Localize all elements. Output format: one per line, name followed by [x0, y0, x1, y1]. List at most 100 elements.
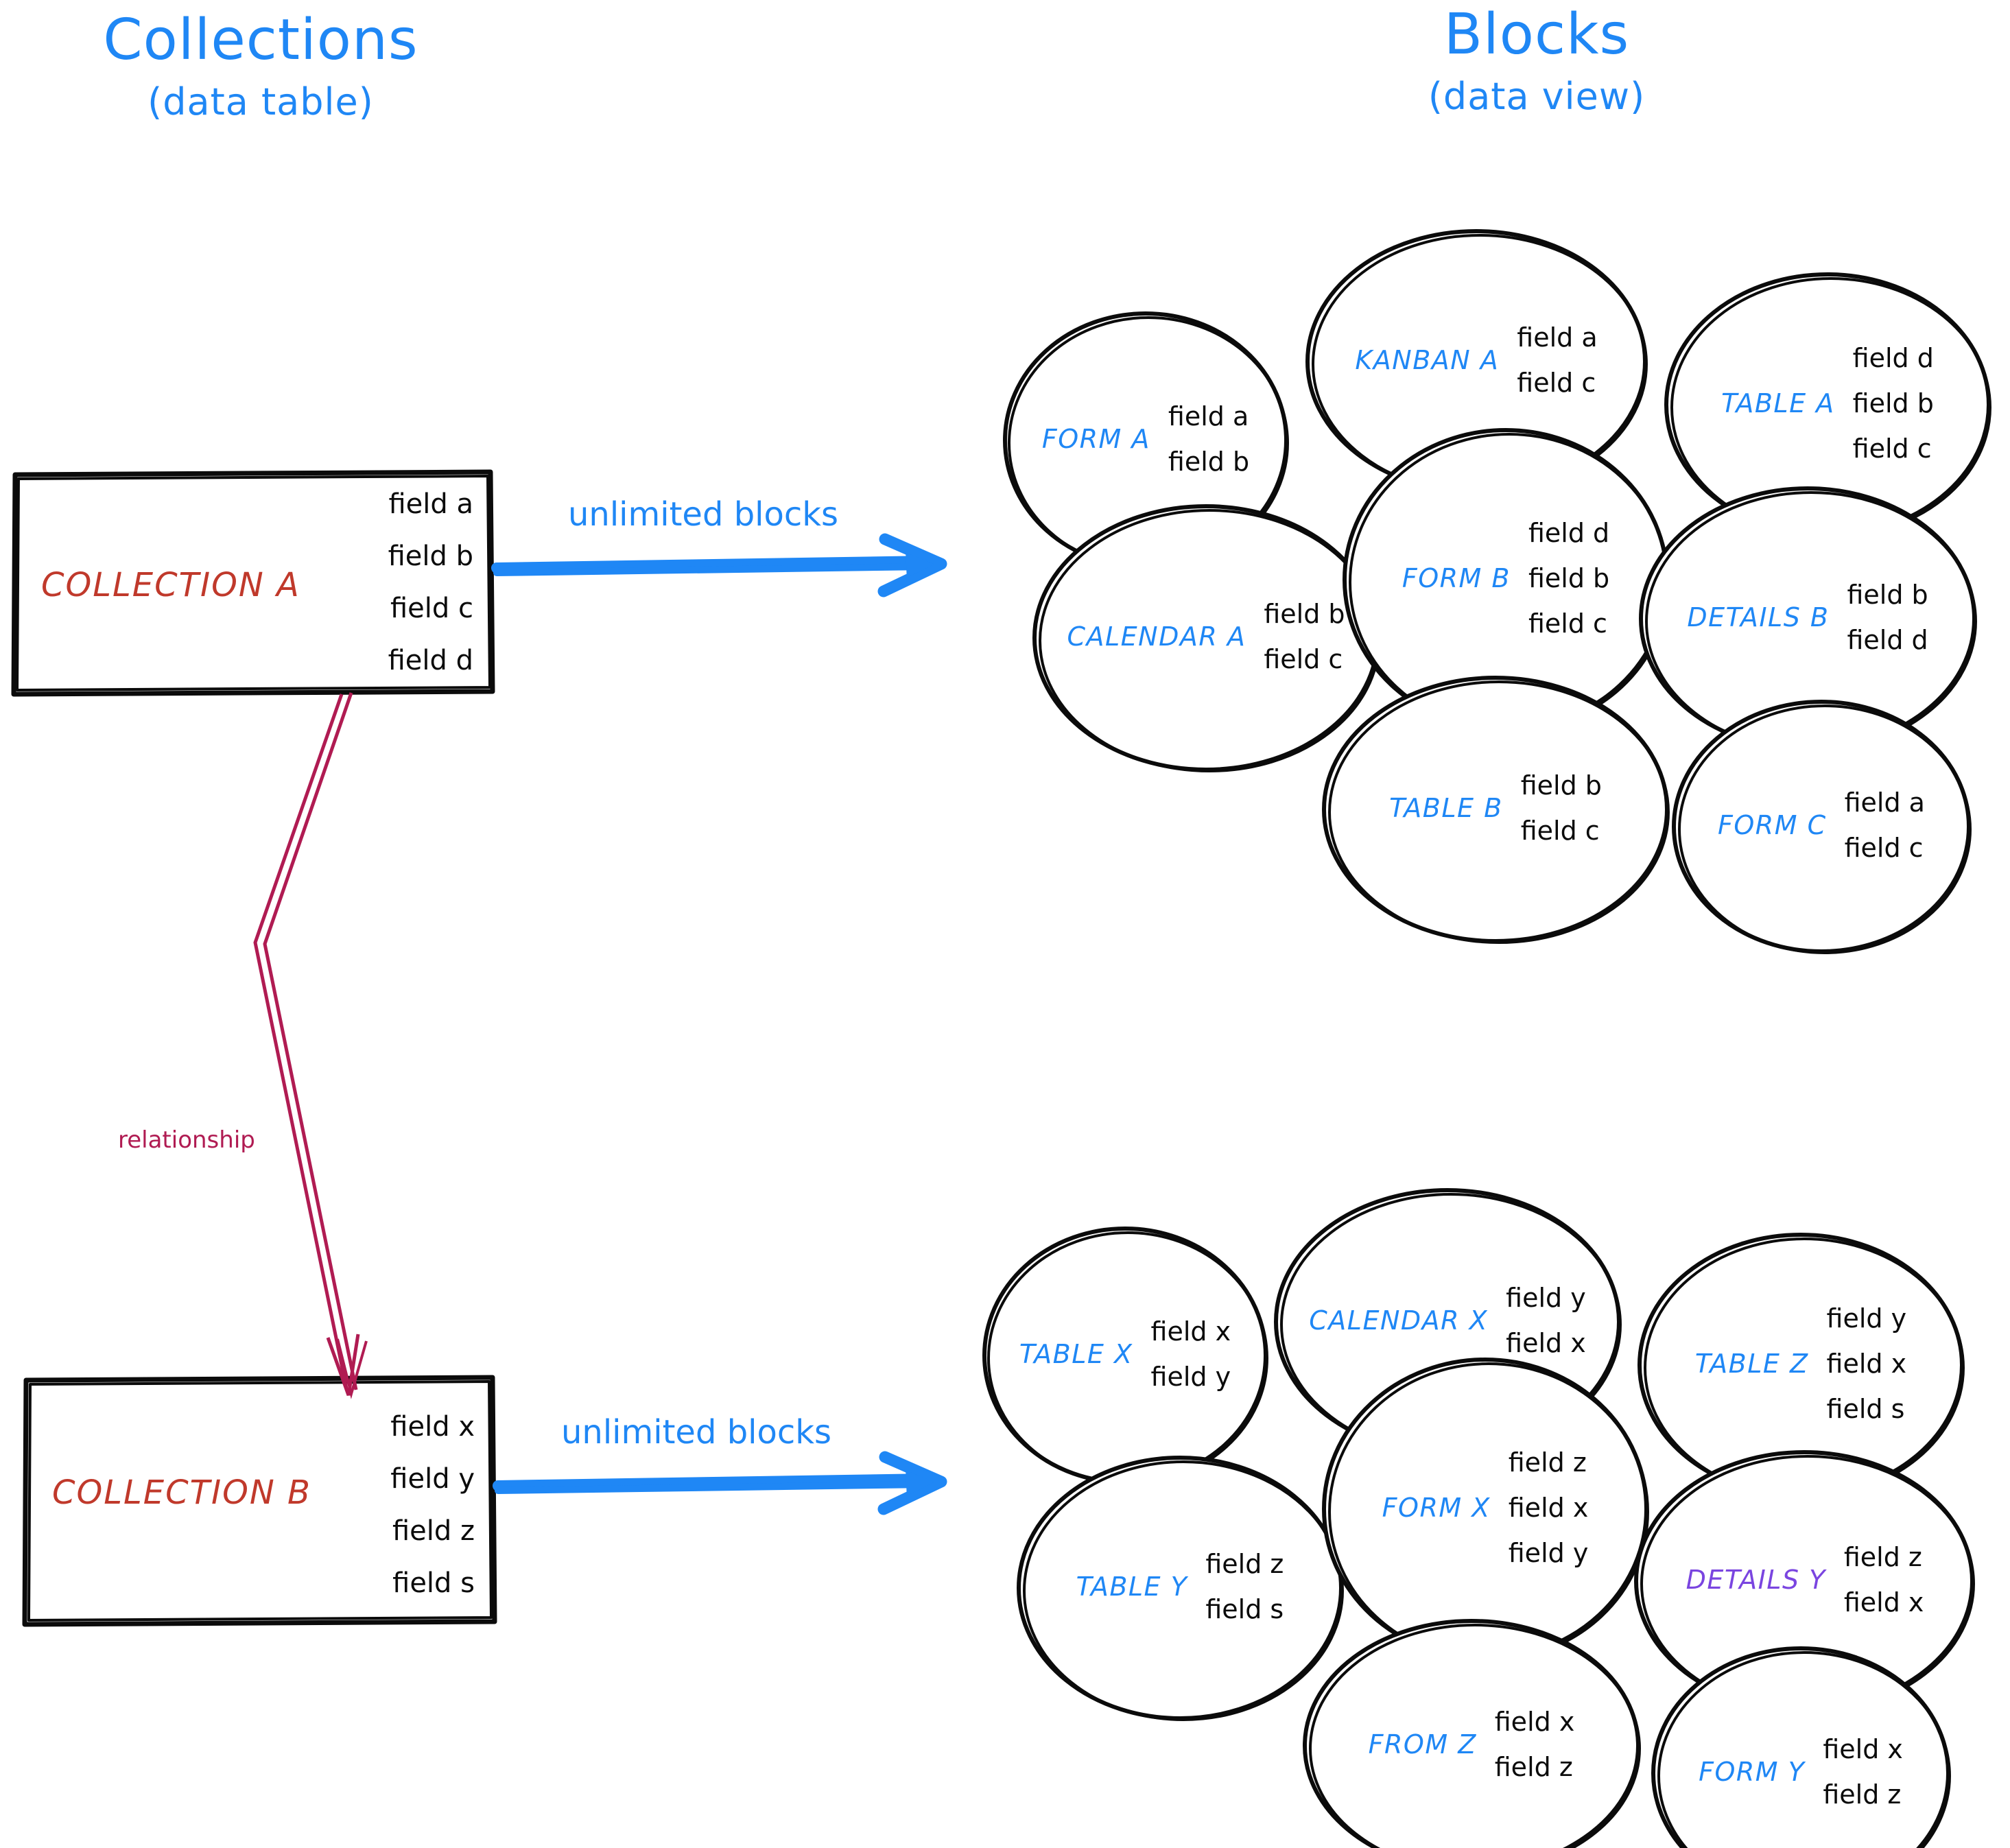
block-fields: field x field z	[1495, 1709, 1575, 1780]
block-field: field c	[1528, 608, 1607, 639]
block-field: field y	[1150, 1362, 1231, 1392]
block-fields: field z field x	[1844, 1544, 1924, 1615]
block-form-a[interactable]: FORM A field a field b	[1005, 382, 1286, 499]
block-field: field z	[1494, 1752, 1573, 1782]
block-label: KANBAN A	[1355, 345, 1500, 375]
block-fields: field d field b field c	[1853, 345, 1934, 462]
heading-blocks-main: Blocks	[1443, 2, 1630, 67]
block-field: field x	[1494, 1707, 1575, 1737]
block-fields: field b field c	[1521, 772, 1602, 844]
block-details-y[interactable]: DETAILS Y field z field x	[1638, 1523, 1972, 1639]
block-field: field b	[1264, 599, 1345, 629]
block-fields: field x field z	[1823, 1736, 1903, 1808]
block-field: field a	[1517, 322, 1598, 353]
heading-collections-main: Collections	[103, 8, 418, 73]
block-field: field c	[1520, 816, 1600, 846]
block-table-a[interactable]: TABLE A field d field b field c	[1666, 324, 1989, 485]
block-field: field b	[1528, 563, 1610, 593]
collection-a-fields: field a field b field c field d	[220, 490, 473, 699]
block-kanban-a[interactable]: KANBAN A field a field c	[1308, 303, 1645, 420]
heading-collections-sub: (data table)	[147, 80, 374, 123]
block-field: field a	[1168, 401, 1249, 431]
block-table-x[interactable]: TABLE X field x field y	[984, 1297, 1266, 1414]
collection-a-name: COLLECTION A	[41, 566, 300, 604]
block-field: field b	[1168, 447, 1250, 477]
block-fields: field z field s	[1205, 1551, 1284, 1622]
block-fields: field x field y	[1151, 1318, 1231, 1390]
collection-a-field: field b	[388, 541, 473, 572]
block-field: field x	[1506, 1328, 1586, 1358]
block-fields: field b field d	[1847, 582, 1928, 653]
block-field: field s	[1205, 1594, 1284, 1624]
relationship-label: relationship	[118, 1126, 255, 1154]
block-field: field z	[1508, 1447, 1587, 1478]
heading-collections: Collections (data table)	[41, 12, 480, 121]
block-field: field d	[1852, 343, 1934, 373]
block-fields: field a field c	[1517, 324, 1597, 396]
block-field: field x	[1508, 1493, 1589, 1523]
collection-a-field: field a	[388, 488, 473, 520]
block-table-z[interactable]: TABLE Z field y field x field s	[1640, 1285, 1962, 1445]
block-form-c[interactable]: FORM C field a field c	[1674, 768, 1969, 885]
block-fields: field d field b field c	[1528, 520, 1609, 637]
block-field: field x	[1826, 1349, 1907, 1379]
block-field: field z	[1205, 1549, 1284, 1579]
block-label: FORM B	[1402, 563, 1511, 593]
collection-a-field: field c	[390, 593, 473, 624]
block-label: FORM Y	[1699, 1757, 1806, 1787]
block-form-b[interactable]: FORM B field d field b field c	[1345, 499, 1667, 660]
block-form-x[interactable]: FORM X field z field x field y	[1324, 1429, 1646, 1589]
block-calendar-x[interactable]: CALENDAR X field y field x	[1276, 1264, 1619, 1380]
block-field: field c	[1517, 368, 1596, 398]
block-fields: field a field b	[1168, 403, 1249, 475]
block-field: field x	[1843, 1587, 1924, 1618]
block-field: field d	[1528, 518, 1610, 548]
collection-b-outline	[22, 1375, 497, 1627]
collection-b-fields: field x field y field z field s	[220, 1413, 475, 1622]
relationship-connector	[253, 692, 368, 1399]
collection-a-field: field d	[388, 645, 473, 676]
block-calendar-a[interactable]: CALENDAR A field b field c	[1034, 580, 1378, 696]
block-field: field c	[1264, 644, 1343, 674]
block-details-b[interactable]: DETAILS B field b field d	[1641, 560, 1974, 677]
block-form-y[interactable]: FORM Y field x field z	[1653, 1715, 1948, 1832]
block-field: field y	[1506, 1283, 1586, 1313]
block-field: field d	[1847, 625, 1928, 655]
block-label: FROM Z	[1368, 1729, 1477, 1760]
block-field: field y	[1826, 1303, 1907, 1334]
collection-b-name: COLLECTION B	[52, 1473, 311, 1512]
block-label: TABLE X	[1019, 1339, 1133, 1369]
block-fields: field y field x	[1506, 1285, 1586, 1356]
block-field: field z	[1843, 1542, 1922, 1572]
block-field: field c	[1844, 833, 1924, 863]
block-table-b[interactable]: TABLE B field b field c	[1324, 751, 1667, 868]
collection-b-field: field z	[392, 1515, 475, 1547]
block-from-z[interactable]: FROM Z field x field z	[1307, 1687, 1636, 1804]
collection-a-outline	[11, 469, 495, 697]
block-label: CALENDAR A	[1067, 621, 1246, 652]
block-field: field a	[1844, 787, 1925, 818]
block-fields: field z field x field y	[1509, 1449, 1589, 1566]
block-label: DETAILS Y	[1686, 1565, 1826, 1595]
block-fields: field y field x field s	[1827, 1305, 1907, 1422]
block-ellipses-group-b	[982, 1188, 1975, 1848]
block-label: TABLE B	[1389, 793, 1503, 823]
block-fields: field b field c	[1264, 601, 1345, 672]
block-label: TABLE Z	[1694, 1349, 1809, 1379]
collection-b-field: field y	[390, 1463, 475, 1495]
block-field: field s	[1826, 1394, 1905, 1424]
block-ellipses-group-a	[1003, 229, 1991, 954]
block-field: field b	[1852, 388, 1934, 418]
block-label: FORM X	[1382, 1493, 1491, 1523]
block-label: CALENDAR X	[1309, 1305, 1489, 1336]
block-field: field b	[1520, 770, 1602, 801]
block-label: TABLE A	[1721, 388, 1835, 418]
block-table-y[interactable]: TABLE Y field z field s	[1019, 1530, 1341, 1646]
collection-b-field: field s	[392, 1567, 475, 1599]
block-label: FORM C	[1718, 810, 1827, 840]
unlimited-blocks-arrow-bottom	[493, 1451, 947, 1515]
block-field: field y	[1508, 1538, 1589, 1568]
